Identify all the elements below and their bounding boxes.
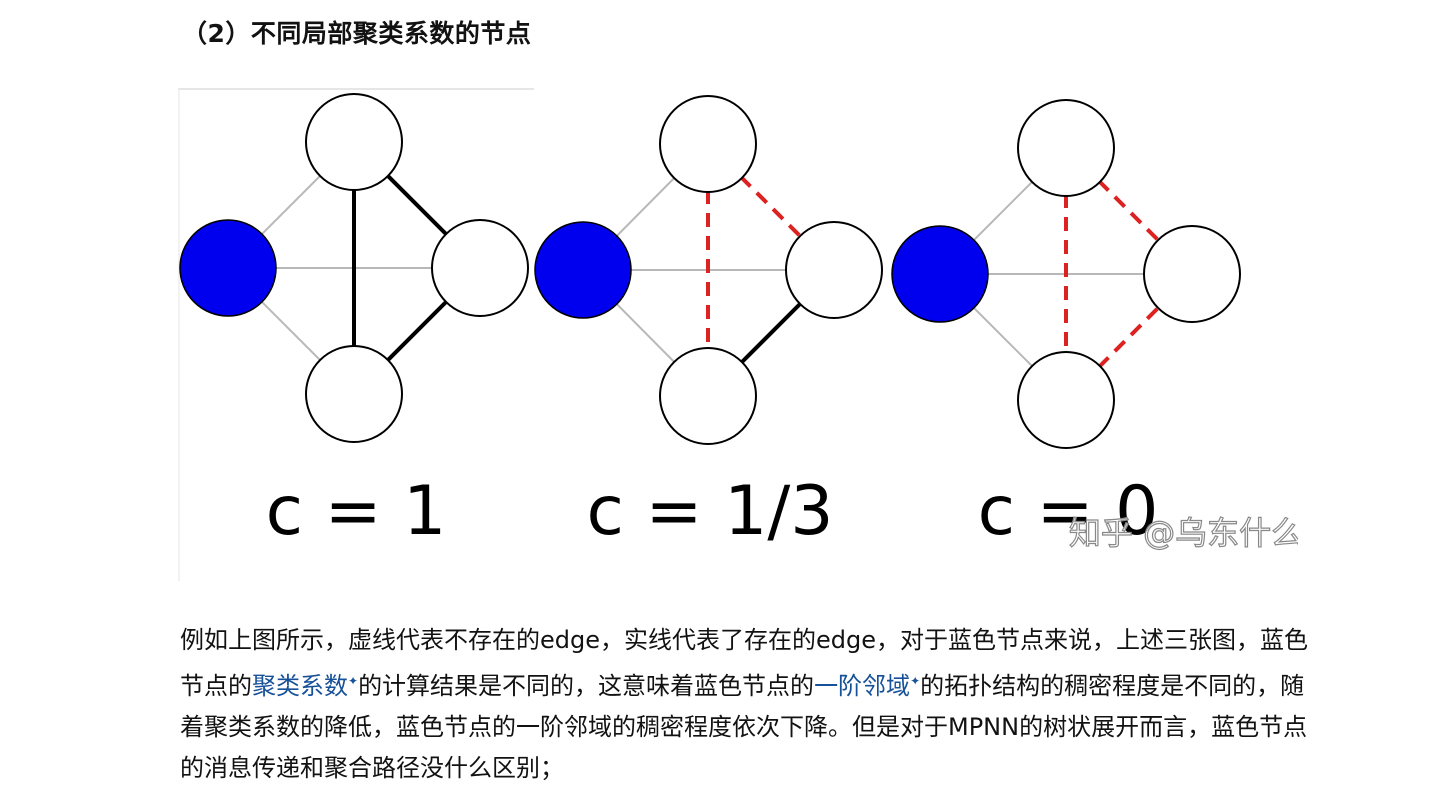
graph-1-blue-node — [179, 219, 277, 317]
graph-3-right-node — [1143, 225, 1241, 323]
graph-diagram: c = 1 c = 1/3 c = 0知乎 @乌东什么 — [178, 88, 1298, 581]
graph-2-blue-node — [534, 221, 632, 319]
clustering-coefficient-link[interactable]: 聚类系数 — [252, 672, 348, 700]
paragraph-text-2: 的计算结果是不同的，这意味着蓝色节点的 — [358, 672, 815, 700]
graph-3-coefficient-label: c = 0 — [978, 472, 1159, 551]
graph-1-top-node — [305, 93, 403, 191]
graph-3-bottom-node — [1017, 351, 1115, 449]
watermark: 知乎 @乌东什么 — [1069, 514, 1298, 552]
graph-2-bottom-node — [659, 347, 757, 445]
first-order-neighborhood-link[interactable]: 一阶邻域 — [814, 672, 911, 700]
graph-2-top-node — [659, 95, 757, 193]
section-heading: （2）不同局部聚类系数的节点 — [182, 19, 532, 48]
body-paragraph: 例如上图所示，虚线代表不存在的edge，实线代表了存在的edge，对于蓝色节点来… — [180, 620, 1320, 789]
graph-1-bottom-node — [305, 345, 403, 443]
link-star-icon: ✦ — [910, 674, 921, 688]
paragraph-text-3: 的拓扑结构的稠密程度是不同的，随着聚类系数的降低，蓝色节点的一阶邻域的稠密程度依… — [180, 672, 1308, 782]
graph-1-right-node — [431, 219, 529, 317]
graph-1-coefficient-label: c = 1 — [266, 472, 447, 551]
graph-2-coefficient-label: c = 1/3 — [586, 472, 833, 551]
paragraph-text-1: 例如上图所示，虚线代表不存在的edge，实线代表了存在的edge，对于蓝色节点来… — [180, 626, 1308, 700]
graph-3-top-node — [1017, 99, 1115, 197]
link-star-icon: ✦ — [348, 674, 359, 688]
graph-3-blue-node — [891, 225, 989, 323]
graph-2-right-node — [785, 221, 883, 319]
